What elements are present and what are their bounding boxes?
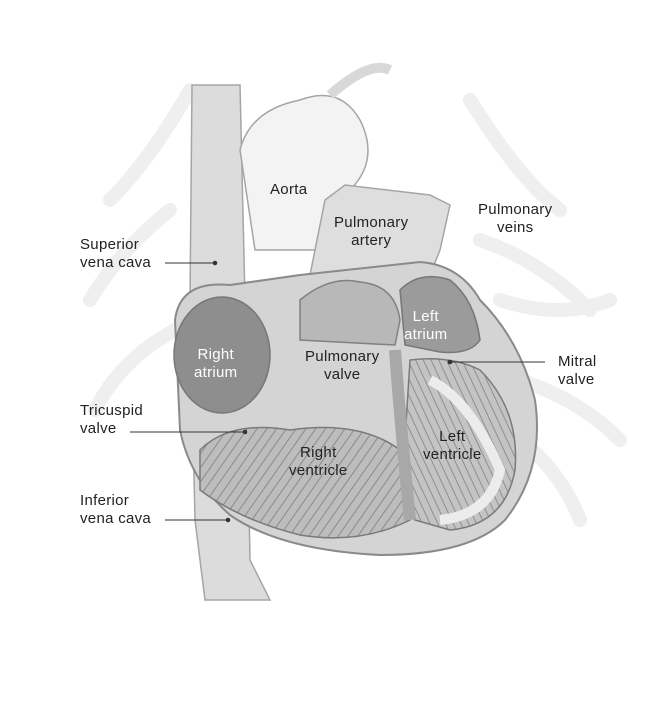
label-superior-vena-cava: Superior vena cava [80, 236, 152, 271]
right-ventricle-shape [199, 426, 411, 539]
leader-lines [130, 260, 545, 523]
right-atrium-shape [173, 296, 271, 414]
label-pulmonary-veins: Pulmonary veins [478, 201, 553, 236]
label-left-atrium: Left atrium [404, 308, 448, 343]
label-mitral-valve: Mitral valve [558, 353, 597, 388]
label-pulmonary-artery: Pulmonary artery [334, 214, 409, 249]
label-right-atrium: Right atrium [194, 346, 238, 381]
label-aorta: Aorta [270, 181, 308, 198]
label-right-ventricle: Right ventricle [289, 444, 348, 479]
pulmonary-valve-shape [299, 279, 401, 346]
label-pulmonary-valve: Pulmonary valve [305, 348, 380, 383]
label-left-ventricle: Left ventricle [423, 428, 482, 463]
septum-shape [389, 349, 416, 521]
label-inferior-vena-cava: Inferior vena cava [80, 492, 152, 527]
left-atrium-shape [399, 275, 481, 354]
label-tricuspid-valve: Tricuspid valve [80, 402, 143, 437]
